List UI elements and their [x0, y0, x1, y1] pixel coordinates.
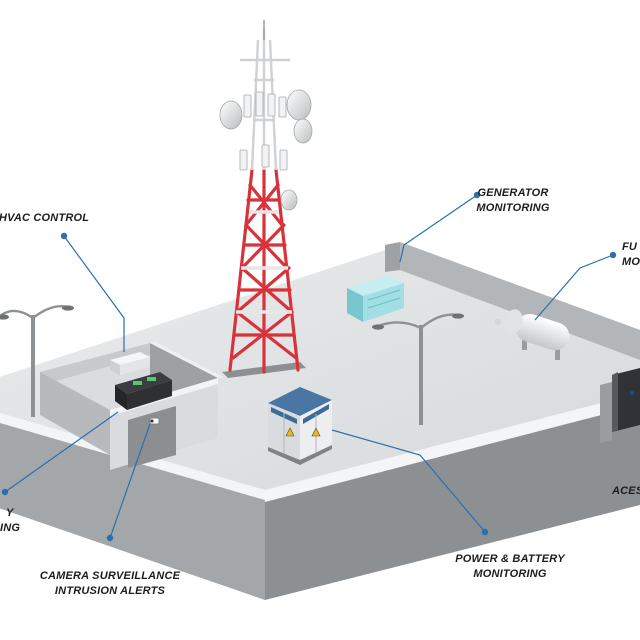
- hvac-unit: [110, 352, 150, 375]
- camera-icon: [149, 417, 160, 425]
- street-lamp-left: [0, 304, 74, 417]
- callout-power: [331, 429, 486, 533]
- callout-fuel: [534, 254, 614, 321]
- label-line: CAMERA SURVEILLANCE: [39, 570, 181, 582]
- dish-antenna-icon: [219, 100, 243, 130]
- label-line: ACES: [612, 485, 640, 497]
- fuel-tank: [495, 309, 570, 360]
- warning-sign-icon: [285, 427, 295, 437]
- label-battery-monitoring-left: Y ING: [0, 506, 20, 536]
- label-fuel-monitoring: FU MON: [622, 240, 640, 270]
- label-line: ING: [0, 522, 21, 534]
- label-line: MONITORING: [473, 568, 547, 580]
- label-line: GENERATOR: [477, 187, 549, 199]
- callout-dots: [1, 191, 617, 542]
- label-line: MONITORING: [476, 202, 550, 214]
- callout-camera: [109, 423, 151, 539]
- label-camera-surveillance: CAMERA SURVEILLANCE INTRUSION ALERTS: [30, 569, 190, 599]
- battery-racks: [115, 372, 172, 410]
- label-line: MON: [622, 256, 640, 268]
- label-line: Y: [6, 507, 14, 519]
- label-line: FU: [622, 241, 638, 253]
- access-gate: [612, 368, 640, 432]
- generator-unit: [347, 275, 404, 322]
- label-access-control: ACES: [612, 484, 640, 499]
- dish-antenna-icon: [293, 118, 313, 144]
- callout-lines: [4, 194, 614, 539]
- telecom-tower: [219, 20, 313, 378]
- label-line: HVAC CONTROL: [0, 212, 90, 224]
- equipment-shelter: [40, 342, 223, 470]
- power-cabinet: [268, 387, 332, 465]
- callout-generator: [399, 194, 478, 263]
- label-hvac-control: HVAC CONTROL: [0, 211, 89, 226]
- label-generator-monitoring: GENERATOR MONITORING: [465, 186, 561, 216]
- callout-hvac: [63, 235, 125, 352]
- label-line: INTRUSION ALERTS: [54, 585, 166, 597]
- street-lamp-center: [372, 313, 464, 425]
- perimeter-wall-front: [265, 382, 640, 502]
- perimeter-wall-back: [385, 242, 640, 360]
- warning-sign-icon: [311, 427, 321, 437]
- label-power-battery-monitoring: POWER & BATTERY MONITORING: [440, 552, 580, 582]
- dish-antenna-icon: [280, 189, 298, 211]
- callout-battery-left: [4, 411, 119, 493]
- dish-antenna-icon: [286, 89, 312, 121]
- label-line: POWER & BATTERY: [455, 553, 565, 565]
